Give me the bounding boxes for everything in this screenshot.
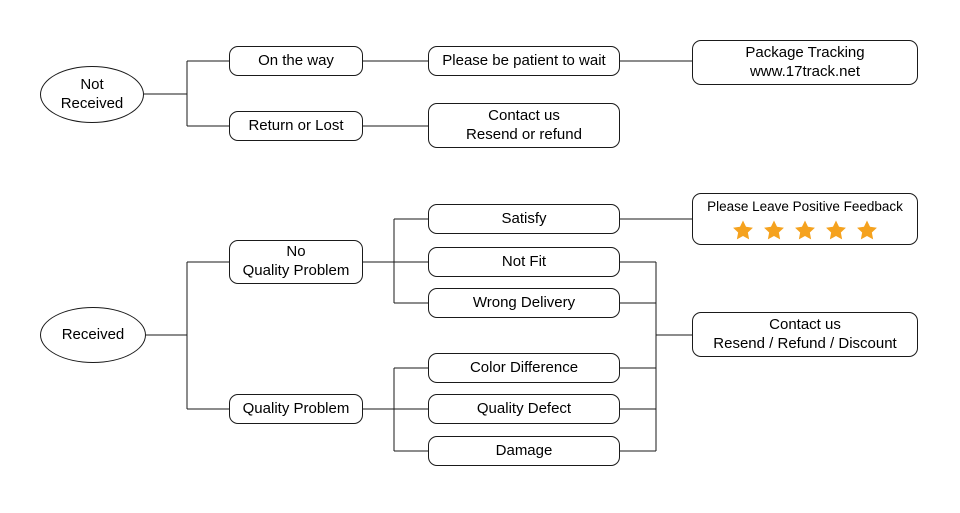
node-return-or-lost[interactable]: Return or Lost bbox=[229, 111, 363, 141]
star-icon bbox=[856, 219, 878, 241]
node-not-fit[interactable]: Not Fit bbox=[428, 247, 620, 277]
node-not-received-label: Not Received bbox=[60, 75, 124, 112]
node-quality-defect[interactable]: Quality Defect bbox=[428, 394, 620, 424]
star-icon bbox=[825, 219, 847, 241]
node-color-difference-label: Color Difference bbox=[469, 358, 579, 376]
node-please-leave-positive-feedback-label: Please Leave Positive Feedback bbox=[707, 198, 903, 214]
node-please-be-patient-to-wait[interactable]: Please be patient to wait bbox=[428, 46, 620, 76]
node-satisfy-label: Satisfy bbox=[501, 209, 547, 227]
node-contact-us-resend-or-refund[interactable]: Contact us Resend or refund bbox=[428, 103, 620, 148]
node-received[interactable]: Received bbox=[40, 307, 146, 363]
node-not-fit-label: Not Fit bbox=[501, 252, 547, 270]
node-satisfy[interactable]: Satisfy bbox=[428, 204, 620, 234]
node-damage[interactable]: Damage bbox=[428, 436, 620, 466]
node-not-received[interactable]: Not Received bbox=[40, 66, 144, 123]
node-no-quality-problem[interactable]: No Quality Problem bbox=[229, 240, 363, 284]
node-no-quality-problem-label: No Quality Problem bbox=[242, 243, 350, 279]
star-rating[interactable] bbox=[732, 219, 878, 241]
node-wrong-delivery[interactable]: Wrong Delivery bbox=[428, 288, 620, 318]
node-contact-us-resend-or-refund-label: Contact us Resend or refund bbox=[466, 106, 582, 143]
node-please-leave-positive-feedback[interactable]: Please Leave Positive Feedback bbox=[692, 193, 918, 245]
star-icon bbox=[794, 219, 816, 241]
node-package-tracking-label: Package Tracking www.17track.net bbox=[745, 43, 865, 80]
node-contact-us-resend-refund-discount-label: Contact us Resend / Refund / Discount bbox=[713, 315, 897, 352]
node-on-the-way-label: On the way bbox=[258, 51, 334, 69]
node-color-difference[interactable]: Color Difference bbox=[428, 353, 620, 383]
node-contact-us-resend-refund-discount[interactable]: Contact us Resend / Refund / Discount bbox=[692, 312, 918, 357]
node-please-be-patient-to-wait-label: Please be patient to wait bbox=[442, 51, 606, 69]
star-icon bbox=[732, 219, 754, 241]
node-wrong-delivery-label: Wrong Delivery bbox=[472, 293, 576, 311]
node-quality-problem-label: Quality Problem bbox=[242, 399, 350, 417]
node-quality-problem[interactable]: Quality Problem bbox=[229, 394, 363, 424]
node-on-the-way[interactable]: On the way bbox=[229, 46, 363, 76]
node-quality-defect-label: Quality Defect bbox=[476, 399, 572, 417]
node-return-or-lost-label: Return or Lost bbox=[248, 116, 344, 134]
node-damage-label: Damage bbox=[495, 441, 553, 459]
star-icon bbox=[763, 219, 785, 241]
node-received-label: Received bbox=[61, 325, 125, 343]
node-package-tracking[interactable]: Package Tracking www.17track.net bbox=[692, 40, 918, 85]
